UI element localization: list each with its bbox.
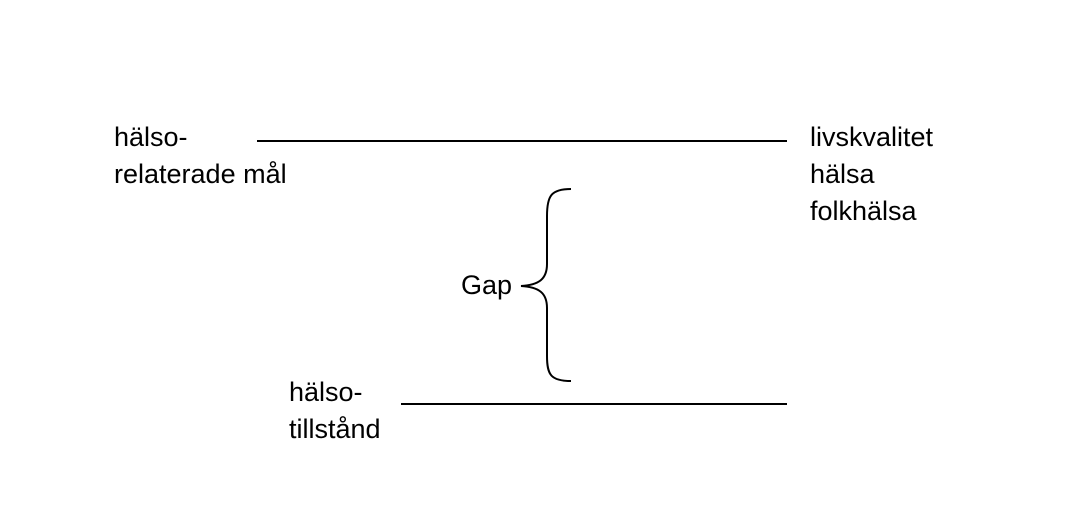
health-goals-label: hälso- relaterade mål — [114, 119, 287, 193]
health-status-line-1: hälso- — [289, 377, 363, 407]
outcome-labels: livskvalitet hälsa folkhälsa — [810, 119, 933, 230]
outcome-label-health: hälsa — [810, 159, 875, 189]
outcome-label-quality-of-life: livskvalitet — [810, 122, 934, 152]
health-status-label: hälso- tillstånd — [289, 374, 381, 448]
health-goals-line-1: hälso- — [114, 122, 188, 152]
gap-brace — [520, 188, 572, 382]
health-status-line-2: tillstånd — [289, 414, 381, 444]
outcome-label-public-health: folkhälsa — [810, 196, 917, 226]
health-goals-line-2: relaterade mål — [114, 159, 287, 189]
gap-label: Gap — [461, 270, 513, 300]
status-line — [401, 403, 787, 405]
goal-line — [257, 140, 787, 142]
